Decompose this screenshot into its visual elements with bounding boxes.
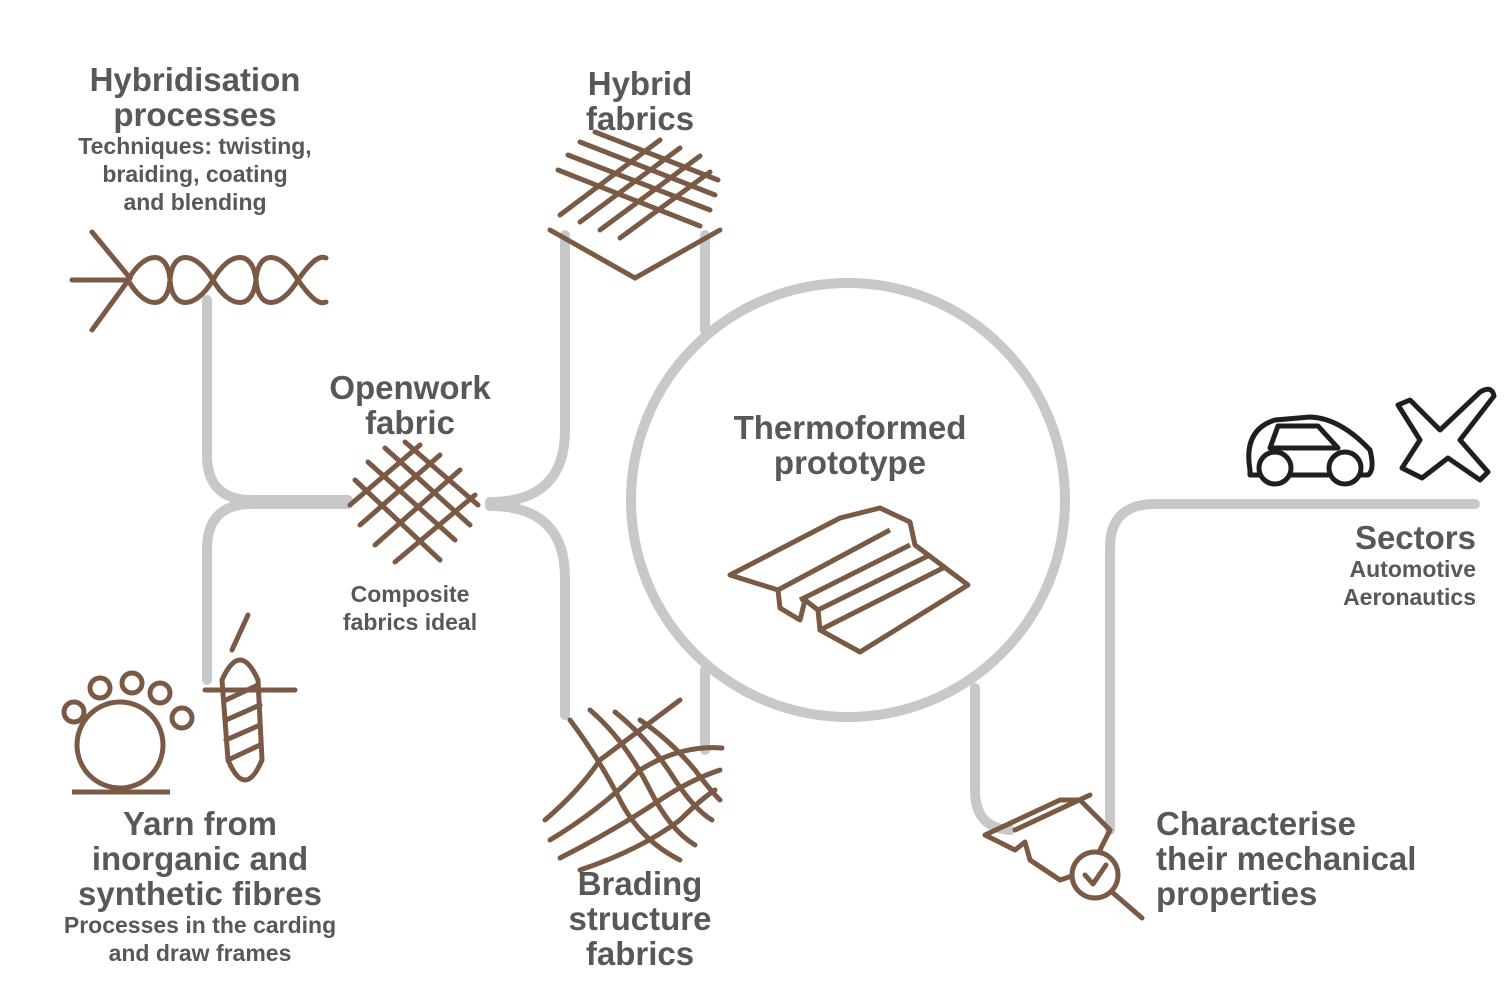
yarn-node: Yarn from inorganic and synthetic fibres… — [20, 806, 380, 967]
spools-icon — [61, 670, 195, 795]
openwork-title: Openwork fabric — [329, 369, 491, 441]
airplane-icon — [1395, 386, 1497, 483]
sectors-title: Sectors — [1354, 519, 1476, 556]
openwork-subtitle: Composite fabrics ideal — [342, 581, 478, 635]
woven-fabric-icon — [547, 129, 723, 281]
characterise-title: Characterise their mechanical properties — [1156, 805, 1417, 912]
connector-lines — [202, 230, 1480, 835]
twisted-yarn-icon — [69, 229, 329, 333]
braided-mesh-icon — [542, 697, 725, 873]
brading-title: Brading structure fabrics — [568, 865, 712, 972]
yarn-subtitle: Processes in the carding and draw frames — [63, 912, 337, 966]
openwork-fabric-icon — [347, 439, 481, 565]
yarn-title: Yarn from inorganic and synthetic fibres — [78, 805, 322, 912]
hybridisation-subtitle: Techniques: twisting, braiding, coating … — [78, 133, 312, 215]
hybridisation-node: Hybridisation processes Techniques: twis… — [40, 62, 350, 216]
hybrid-fabrics-title: Hybrid fabrics — [585, 65, 695, 137]
hybridisation-title: Hybridisation processes — [89, 61, 301, 133]
sectors-node: Sectors Automotive Aeronautics — [1250, 520, 1476, 611]
sectors-subtitle: Automotive Aeronautics — [1343, 556, 1476, 610]
car-icon — [1246, 414, 1375, 487]
thermoformed-profile-icon — [727, 505, 971, 655]
spindle-icon — [202, 612, 298, 783]
thermoformed-title: Thermoformed prototype — [733, 409, 967, 481]
inspection-magnifier-icon — [982, 792, 1145, 921]
